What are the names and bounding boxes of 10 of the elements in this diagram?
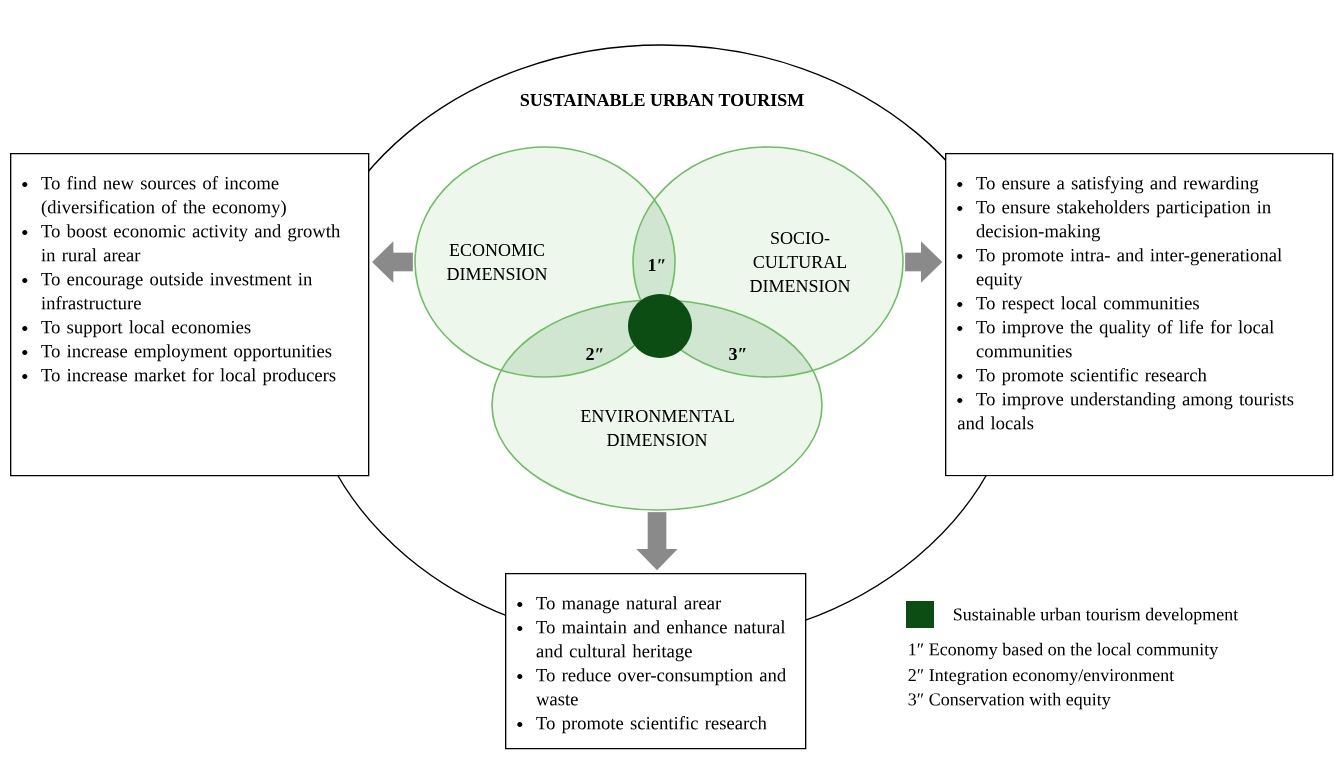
region-number: 2″ <box>586 348 603 360</box>
legend-note: 2″ Integration economy/environment <box>908 669 1175 685</box>
list-box: To ensure a satisfying and rewarding To ensure stakeholders participation in decision-making To promote intra- and inter-generational equity To respect local communities To improve the quality of life for local communities To promote scientific research To improve understanding among tourists and locals <box>945 153 1334 477</box>
region-number: 1″ <box>649 259 665 271</box>
legend-text: Sustainable urban tourism development <box>953 607 1239 625</box>
legend-note: 1″ Economy based on the local community <box>909 642 1219 660</box>
list-box: To find new sources of income (diversification of the economy) To boost economic activity and growth in rural arear To encourage outside investment in infrastructure To support local economies To increase employment opportunities To increase market for local producers <box>10 153 370 477</box>
legend-note: 3″ Conservation with equity <box>908 692 1111 710</box>
list-box: To manage natural arear To maintain and enhance natural and cultural heritage To reduce over-consumption and waste To promote scientific research <box>505 573 807 750</box>
region-number: 3″ <box>729 347 746 361</box>
